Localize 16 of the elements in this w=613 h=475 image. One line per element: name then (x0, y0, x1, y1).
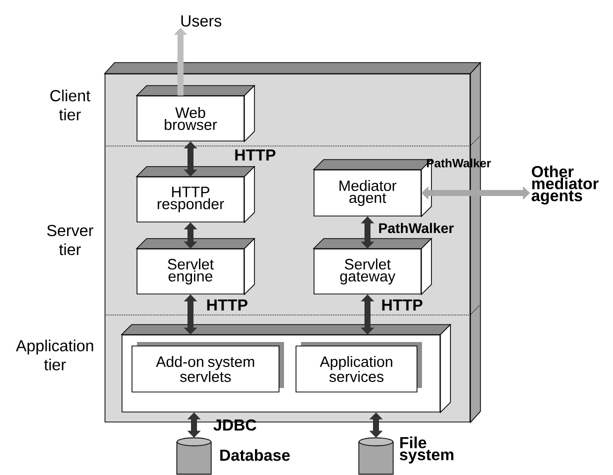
edge-label: HTTP (235, 150, 276, 160)
endpoint-label: Other mediator agents (532, 166, 599, 204)
edge-label: HTTP (382, 300, 422, 310)
edge-label: HTTP (207, 300, 248, 310)
storage-label: File system (400, 436, 454, 464)
edge-label: JDBC (213, 419, 256, 431)
storage-label: Database (220, 449, 290, 461)
storage-cylinder (358, 437, 394, 475)
tier-label: Client tier (50, 90, 90, 120)
service-box: Add-on system servlets (132, 342, 284, 392)
edge-label: PathWalker (379, 222, 454, 234)
endpoint-label: Users (181, 15, 222, 27)
tier-label: Server tier (47, 224, 94, 256)
storage-cylinder (176, 437, 212, 475)
service-box: Application services (296, 342, 422, 392)
tier-label: Application tier (16, 340, 94, 370)
